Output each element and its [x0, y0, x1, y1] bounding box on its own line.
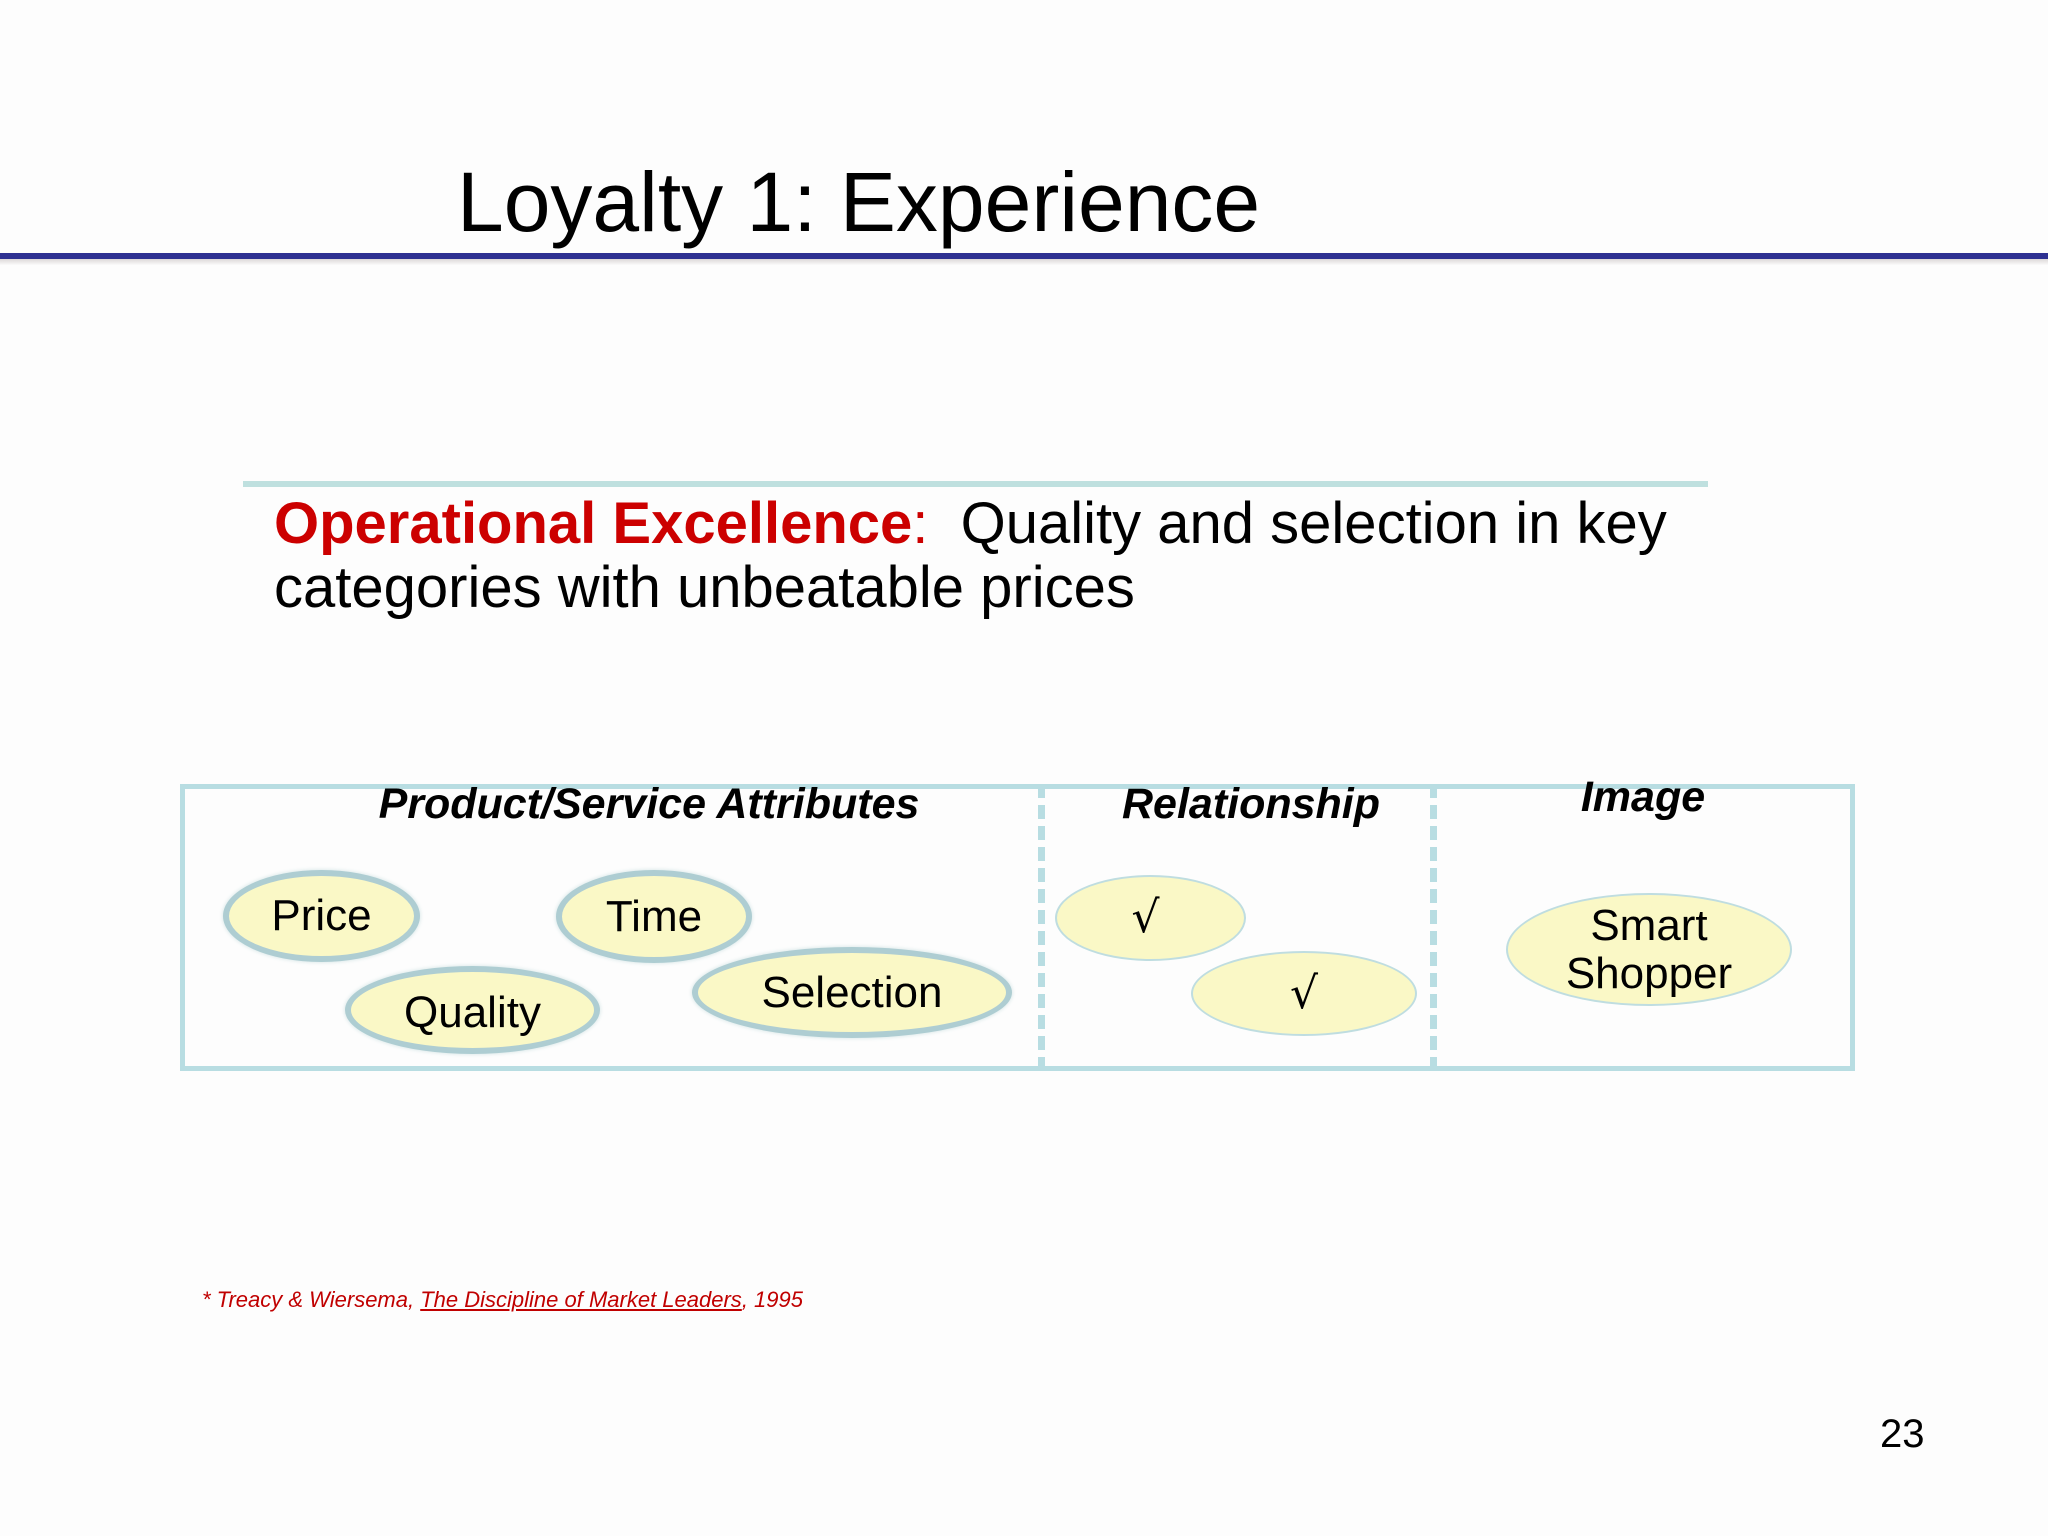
subtitle-separator: :: [912, 491, 929, 556]
page-number: 23: [1880, 1412, 1925, 1456]
subtitle-text: Quality and selection in key categories …: [274, 491, 1683, 620]
title-rule-shadow: [0, 259, 2048, 265]
header-image: Image: [1580, 773, 1706, 821]
ellipse-relationship-1: √: [1055, 875, 1246, 961]
header-relationship: Relationship: [1121, 780, 1381, 828]
ellipse-label: Price: [271, 891, 372, 940]
footnote-suffix: , 1995: [741, 1287, 803, 1312]
subtitle: Operational Excellence: Quality and sele…: [274, 492, 1724, 620]
ellipse-time: Time: [556, 870, 752, 963]
subtitle-rule: [243, 481, 1708, 487]
slide-title: Loyalty 1: Experience: [457, 155, 1261, 249]
check-icon: √: [1131, 892, 1160, 943]
ellipse-label: Selection: [761, 967, 943, 1017]
ellipse-label-line2: Shopper: [1565, 948, 1733, 998]
ellipse-relationship-2: √: [1191, 951, 1417, 1036]
ellipse-quality: Quality: [345, 966, 600, 1054]
ellipse-price: Price: [223, 870, 420, 962]
ellipse-smart-shopper: Smart Shopper: [1506, 893, 1792, 1006]
ellipse-label: Time: [605, 891, 703, 941]
title-rule: [0, 253, 2048, 259]
header-product-service-attributes: Product/Service Attributes: [378, 780, 920, 828]
footnote: * Treacy & Wiersema, The Discipline of M…: [202, 1287, 803, 1313]
subtitle-emphasis: Operational Excellence: [274, 491, 913, 556]
footnote-book-title: The Discipline of Market Leaders: [420, 1287, 742, 1312]
diagram-box: [180, 784, 1855, 1071]
ellipse-selection: Selection: [692, 947, 1012, 1038]
footnote-prefix: * Treacy & Wiersema,: [202, 1287, 421, 1312]
ellipse-label-line1: Smart: [1590, 900, 1708, 950]
ellipse-label: Quality: [404, 988, 541, 1037]
divider-right: [1430, 784, 1437, 1071]
divider-left: [1038, 784, 1045, 1071]
check-icon: √: [1289, 967, 1319, 1019]
